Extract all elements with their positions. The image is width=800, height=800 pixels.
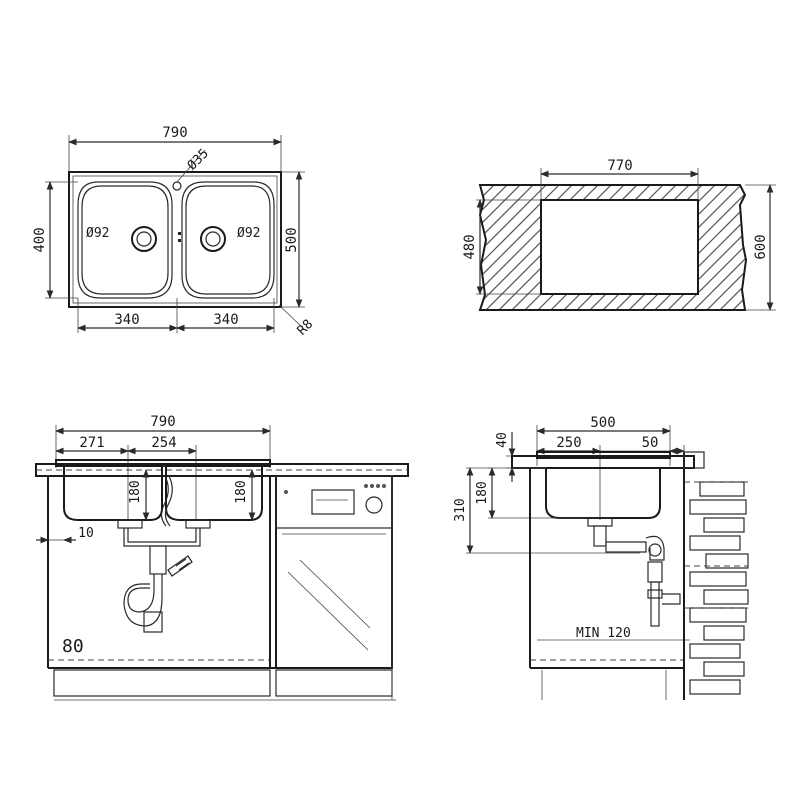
min-clearance-label: MIN 120 (576, 626, 631, 641)
top-width-label: 790 (162, 125, 187, 141)
hatch-line (480, 185, 565, 310)
hatch-line (712, 185, 746, 310)
sink-height-label: 500 (284, 227, 300, 252)
side-countertop (511, 455, 695, 469)
side-pipework (605, 541, 647, 553)
front-right-bowl (165, 466, 263, 521)
hatch-line (480, 185, 539, 310)
hatch-line (480, 185, 552, 310)
front-view: 790 271 254 180 180 (35, 414, 409, 701)
side-view: 500 250 50 40 180 310 (453, 415, 749, 700)
cutout-width-label: 770 (607, 158, 632, 174)
corner-radius-label: R8 (295, 317, 317, 339)
hatch-line (480, 185, 526, 310)
hatch-line (310, 180, 460, 330)
cutout-opening (540, 199, 699, 295)
dishwasher (275, 475, 393, 669)
side-bowl (545, 468, 661, 519)
front-left-depth-label: 180 (128, 480, 143, 503)
cutout-view: 770 480 600 (310, 158, 800, 330)
dishwasher-display (311, 489, 355, 515)
front-right-drain (185, 519, 211, 529)
front-left-bowl (63, 466, 163, 521)
drain-height-label: 310 (453, 498, 468, 521)
bowl-height-label: 400 (32, 227, 48, 252)
dishwasher-knob (365, 496, 383, 514)
side-depth-label: 500 (590, 415, 615, 431)
tap-hole (172, 181, 182, 191)
hatch-line (699, 185, 746, 310)
left-bowl-width-label: 340 (114, 312, 139, 328)
brick-wall (683, 451, 749, 700)
front-left-drain (117, 519, 143, 529)
cabinet-label: 80 (62, 636, 84, 657)
top-view: 790 Ø35 Ø92 Ø92 400 500 (32, 125, 316, 338)
left-drain-label: Ø92 (86, 226, 109, 241)
hatch-line (673, 185, 746, 310)
left-offset-label: 271 (79, 435, 104, 451)
right-drain (200, 226, 226, 252)
lip-height-label: 40 (495, 432, 510, 448)
sink-outline (68, 171, 282, 308)
back-offset-label: 50 (642, 435, 659, 451)
hatch-line (480, 185, 513, 310)
front-pipework (123, 528, 201, 547)
side-bowl-depth-label: 180 (475, 481, 490, 504)
front-trap (123, 574, 163, 627)
left-bowl (77, 181, 173, 299)
hatch-line (686, 185, 746, 310)
bowl-spacing-label: 254 (151, 435, 176, 451)
tap-hole-label: Ø35 (185, 146, 212, 173)
side-gap-label: 10 (78, 526, 94, 541)
right-bowl-width-label: 340 (213, 312, 238, 328)
front-offset-label: 250 (556, 435, 581, 451)
left-drain (131, 226, 157, 252)
front-width-label: 790 (150, 414, 175, 430)
hatch-line (660, 185, 746, 310)
cutout-height-label: 480 (462, 234, 478, 259)
right-bowl (181, 181, 275, 299)
hatch-line (634, 185, 746, 310)
right-drain-label: Ø92 (237, 226, 260, 241)
hatch-line (647, 185, 746, 310)
cabinet-depth-label: 600 (753, 234, 769, 259)
front-right-depth-label: 180 (234, 480, 249, 503)
hatch-line (323, 180, 473, 330)
hatch-line (778, 180, 800, 330)
